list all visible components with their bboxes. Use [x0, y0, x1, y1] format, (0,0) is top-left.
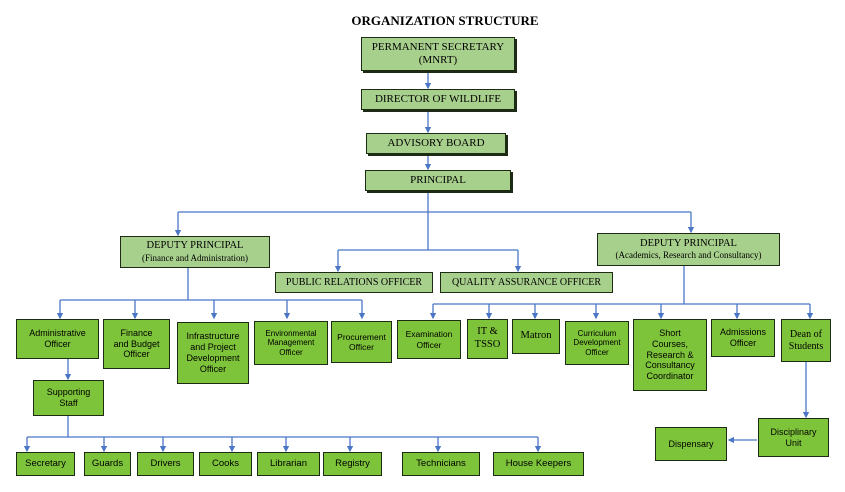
librarian-box: Librarian [257, 452, 320, 476]
deputy-principal-academics-box: DEPUTY PRINCIPAL (Academics, Research an… [597, 233, 780, 266]
house-keepers-box: House Keepers [493, 452, 584, 476]
permanent-secretary-box: PERMANENT SECRETARY (MNRT) [361, 37, 515, 71]
cooks-box: Cooks [199, 452, 252, 476]
environmental-management-officer-box: Environmental Management Officer [254, 321, 328, 365]
guards-box: Guards [84, 452, 131, 476]
procurement-officer-box: Procurement Officer [331, 321, 392, 363]
secretary-box: Secretary [16, 452, 75, 476]
technicians-box: Technicians [402, 452, 480, 476]
matron-box: Matron [512, 319, 560, 354]
drivers-box: Drivers [137, 452, 194, 476]
finance-budget-officer-box: Finance and Budget Officer [103, 319, 170, 369]
infrastructure-officer-box: Infrastructure and Project Development O… [177, 322, 249, 384]
deputy-finance-sublabel: (Finance and Administration) [142, 252, 248, 263]
dispensary-box: Dispensary [655, 427, 727, 461]
administrative-officer-box: Administrative Officer [16, 319, 99, 359]
deputy-academics-label: DEPUTY PRINCIPAL [640, 237, 737, 249]
registry-box: Registry [323, 452, 382, 476]
it-tsso-box: IT & TSSO [467, 319, 508, 359]
advisory-board-box: ADVISORY BOARD [366, 133, 506, 154]
short-courses-coordinator-box: Short Courses, Research & Consultancy Co… [633, 319, 707, 391]
dean-of-students-box: Dean of Students [781, 319, 831, 362]
curriculum-development-officer-box: Curriculum Development Officer [565, 321, 629, 365]
permanent-secretary-label: PERMANENT SECRETARY [371, 40, 505, 53]
deputy-principal-finance-box: DEPUTY PRINCIPAL (Finance and Administra… [120, 236, 270, 268]
supporting-staff-box: Supporting Staff [33, 380, 104, 416]
permanent-secretary-sublabel: (MNRT) [418, 54, 458, 66]
disciplinary-unit-box: Disciplinary Unit [758, 418, 829, 457]
director-of-wildlife-box: DIRECTOR OF WILDLIFE [361, 89, 515, 110]
principal-box: PRINCIPAL [365, 170, 511, 191]
admissions-officer-box: Admissions Officer [711, 319, 775, 357]
quality-assurance-officer-box: QUALITY ASSURANCE OFFICER [440, 272, 613, 293]
examination-officer-box: Examination Officer [397, 320, 461, 359]
deputy-finance-label: DEPUTY PRINCIPAL [146, 240, 244, 252]
page-title: ORGANIZATION STRUCTURE [351, 13, 539, 28]
public-relations-officer-box: PUBLIC RELATIONS OFFICER [275, 272, 433, 293]
deputy-academics-sublabel: (Academics, Research and Consultancy) [615, 250, 762, 261]
